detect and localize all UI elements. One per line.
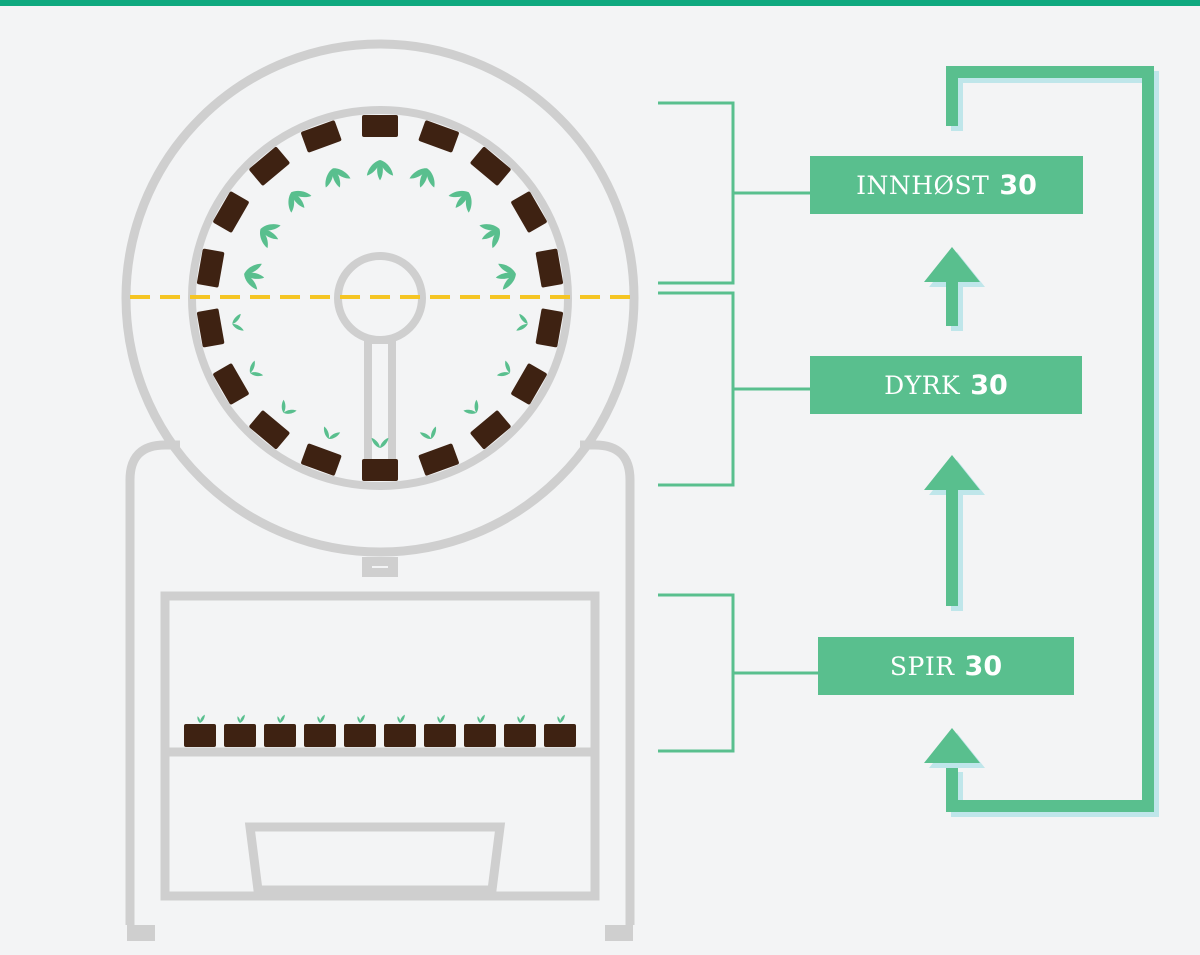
soil-pot-icon (213, 191, 249, 233)
soil-pot-icon (301, 443, 342, 476)
soil-pot-icon (196, 248, 225, 288)
soil-pot-icon (544, 724, 576, 747)
stage-arrows (924, 247, 985, 768)
machine-frame (121, 39, 639, 925)
soil-pot-icon (344, 724, 376, 747)
brackets (658, 101, 818, 753)
soil-pot-icon (196, 308, 225, 348)
leaf-icon (230, 312, 243, 326)
stage-name-spir: SPIR (889, 651, 955, 681)
soil-pot-icon (213, 363, 249, 405)
soil-pot-icon (384, 724, 416, 747)
water-tray (244, 822, 506, 895)
stage-name-innhost: INNHØST (856, 170, 990, 200)
soil-pot-icon (504, 724, 536, 747)
leaf-icon (249, 371, 264, 378)
soil-pot-icon (464, 724, 496, 747)
drum-pot-ring (196, 115, 564, 481)
right-foot (605, 925, 633, 941)
soil-pot-icon (511, 363, 547, 405)
leaf-icon (281, 399, 286, 413)
top-accent-bar (0, 0, 1200, 6)
leaf-icon (322, 425, 331, 440)
soil-pot-icon (511, 191, 547, 233)
drum-spoke (364, 336, 396, 469)
soil-pot-icon (224, 724, 256, 747)
soil-pot-icon (184, 724, 216, 747)
soil-pot-icon (362, 459, 398, 481)
leaf-icon (248, 359, 257, 374)
lower-shelf-box (160, 591, 600, 901)
stage-count-innhost: 30 (999, 169, 1037, 201)
bracket-spir (658, 593, 735, 753)
arrow-up-icon (924, 247, 985, 331)
soil-pot-icon (362, 115, 398, 137)
stage-label-spir: SPIR 30 (818, 637, 1074, 695)
soil-pot-icon (418, 120, 459, 153)
soil-pot-icon (470, 410, 511, 449)
leaf-icon (503, 359, 512, 374)
soil-pot-icon (535, 248, 564, 288)
soil-pot-icon (418, 443, 459, 476)
left-foot (127, 925, 155, 941)
leaf-icon (429, 425, 438, 440)
stage-label-innhost: INNHØST 30 (810, 156, 1083, 214)
shelf-seedling-row (184, 714, 576, 747)
frame-left-leg (125, 440, 180, 925)
drum-plants (230, 158, 530, 450)
soil-pot-icon (249, 410, 290, 449)
leaf-icon (327, 430, 342, 441)
frame-right-leg (580, 440, 635, 925)
stage-count-dyrk: 30 (970, 369, 1008, 401)
drum-outer-ring (121, 39, 639, 557)
soil-pot-icon (470, 147, 511, 186)
leaf-icon (496, 371, 511, 378)
leaf-icon (515, 322, 529, 333)
arrow-up-icon (924, 728, 985, 768)
leaf-icon (517, 312, 530, 326)
stage-name-dyrk: DYRK (884, 370, 961, 400)
soil-pot-icon (304, 724, 336, 747)
bracket-innhost (658, 101, 735, 285)
leaf-icon (474, 399, 479, 413)
cycle-loop (946, 66, 1159, 817)
stage-label-dyrk: DYRK 30 (810, 356, 1082, 414)
soil-pot-icon (301, 120, 342, 153)
soil-pot-icon (424, 724, 456, 747)
leaf-icon (231, 322, 245, 333)
control-button-slot (372, 566, 388, 568)
bracket-dyrk (658, 291, 735, 487)
leaf-icon (418, 430, 433, 441)
leaf-icon (463, 408, 477, 415)
soil-pot-icon (535, 308, 564, 348)
soil-pot-icon (249, 147, 290, 186)
stage-count-spir: 30 (964, 650, 1003, 682)
soil-pot-icon (264, 724, 296, 747)
arrow-up-icon (924, 455, 985, 611)
leaf-icon (283, 408, 297, 415)
